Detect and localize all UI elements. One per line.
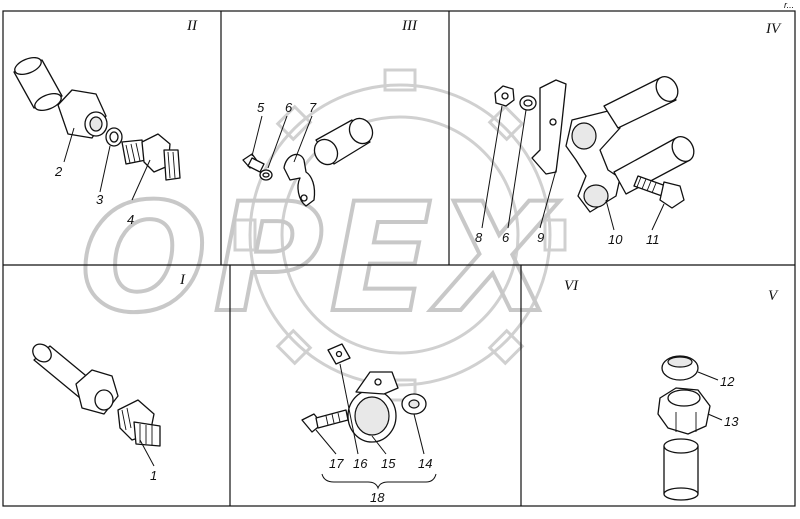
nut-13: [657, 387, 711, 435]
panel-iii: 5 6 7: [242, 100, 374, 207]
bolt-5: [242, 153, 265, 173]
tube-iii: [313, 117, 374, 166]
leader-10: [605, 199, 615, 231]
section-label-v: V: [768, 288, 779, 304]
washer-6-iii: [259, 169, 273, 181]
plate-16: [327, 343, 351, 365]
bolt-11: [633, 175, 685, 209]
callout-11: 11: [646, 232, 660, 247]
washer-6-iv: [519, 95, 537, 111]
leader-12: [697, 371, 719, 381]
callout-9: 9: [537, 230, 544, 245]
leader-8: [481, 105, 503, 229]
callout-6-iii: 6: [285, 100, 293, 115]
tube-v: [663, 438, 699, 501]
leader-7: [293, 115, 313, 163]
callout-5: 5: [257, 100, 265, 115]
leader-16: [339, 363, 359, 455]
panel-center: 17 16 15 14 18: [301, 343, 437, 505]
panel-v: 12 13: [657, 355, 739, 501]
leader-6-iii: [267, 115, 288, 169]
callout-13: 13: [724, 414, 739, 429]
callout-2: 2: [54, 164, 63, 179]
callout-8: 8: [475, 230, 483, 245]
bolt-17: [301, 409, 349, 433]
callout-1: 1: [150, 468, 157, 483]
tubes-iv: [603, 76, 695, 195]
union-nut-i: [75, 369, 119, 415]
callout-7: 7: [309, 100, 317, 115]
clamp-15: [347, 371, 399, 443]
ring-12: [661, 355, 699, 381]
section-label-iv: IV: [765, 21, 782, 37]
brace-18: [321, 473, 437, 490]
leader-13: [707, 413, 723, 421]
callout-15: 15: [381, 456, 396, 471]
callout-4: 4: [127, 212, 134, 227]
clamp-10: [565, 109, 621, 213]
callout-12: 12: [720, 374, 735, 389]
callout-10: 10: [608, 232, 623, 247]
watermark: OPEX: [78, 68, 567, 402]
bracket-7: [283, 153, 316, 207]
leader-4: [131, 159, 151, 201]
callout-17: 17: [329, 456, 344, 471]
leader-17: [315, 429, 337, 455]
callout-6-iv: 6: [502, 230, 510, 245]
leader-15: [371, 435, 387, 455]
watermark-gear-teeth: [233, 68, 567, 402]
section-label-vi: VI: [564, 278, 579, 294]
outer-frame: [2, 10, 796, 507]
callout-18: 18: [370, 490, 385, 505]
leader-14: [413, 413, 425, 455]
union-nut-2: [57, 89, 108, 139]
callout-3: 3: [96, 192, 104, 207]
panel-iv: 8 6 9 10 11: [475, 76, 695, 247]
section-label-ii: II: [186, 18, 198, 34]
leader-9: [539, 169, 557, 229]
panel-frames: [2, 10, 796, 507]
section-label-iii: III: [401, 18, 418, 34]
leader-5: [251, 115, 263, 157]
nut-8: [494, 85, 515, 107]
corner-mark: r...: [784, 0, 794, 10]
leader-6-iv: [507, 109, 527, 229]
leader-2: [63, 127, 75, 163]
callout-16: 16: [353, 456, 368, 471]
watermark-gear-inner: [280, 115, 520, 355]
spacer-14: [401, 393, 427, 415]
leader-3: [99, 145, 111, 193]
panel-i: 1: [32, 343, 161, 483]
watermark-text: OPEX: [80, 172, 560, 346]
panel-ii: 2 3 4: [13, 57, 181, 227]
ring-3: [105, 127, 123, 147]
section-label-i: I: [179, 272, 186, 288]
callout-14: 14: [418, 456, 432, 471]
tube-ii: [13, 57, 63, 111]
watermark-gear-ring: [248, 83, 552, 387]
leader-1: [139, 439, 155, 467]
leader-11: [651, 203, 665, 231]
bracket-9: [531, 79, 567, 175]
union-fitting-1: [117, 399, 161, 447]
